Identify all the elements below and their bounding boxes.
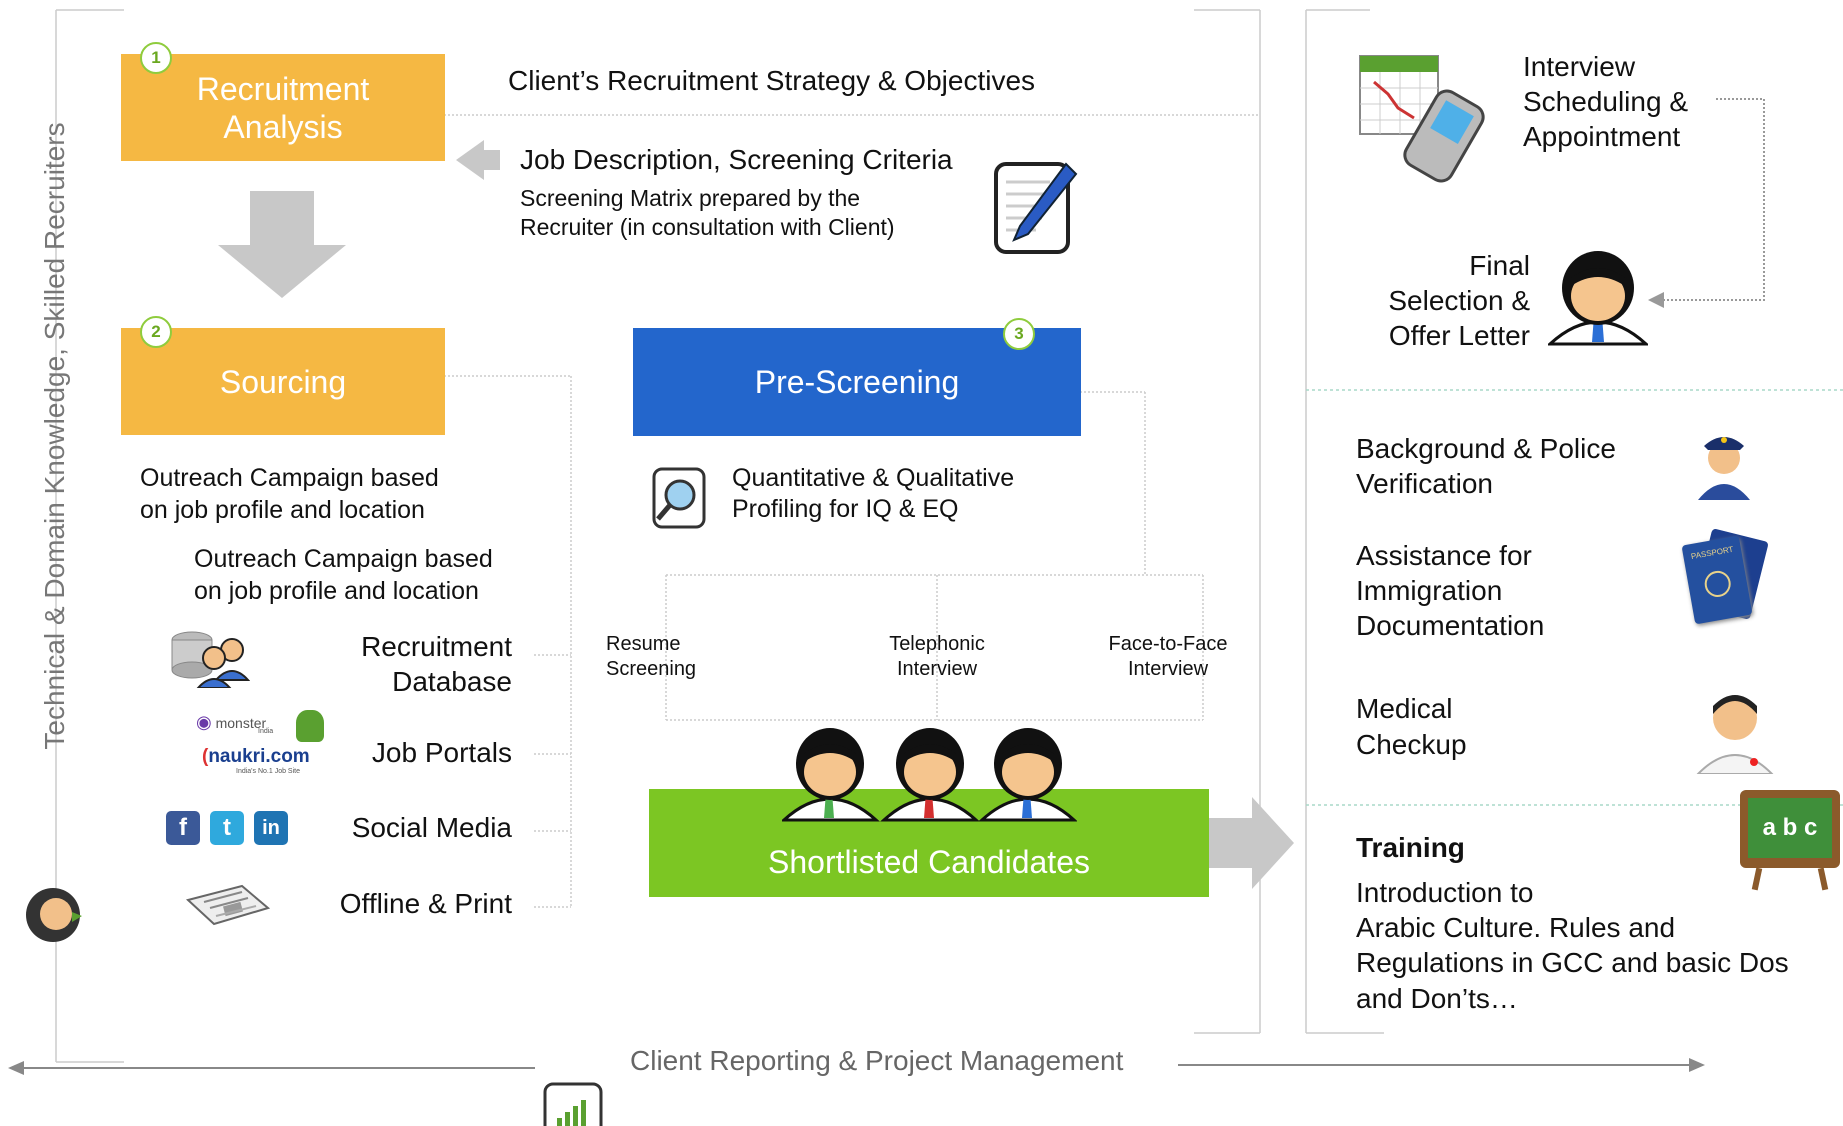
background-verification-line2: Verification bbox=[1356, 468, 1493, 499]
job-portal-logos-icon: ◉ monster India (naukri.com India's No.1… bbox=[196, 710, 331, 780]
profiling-line2: Profiling for IQ & EQ bbox=[732, 495, 959, 523]
background-verification-line1: Background & Police bbox=[1356, 433, 1616, 464]
offline-print-label: Offline & Print bbox=[339, 888, 512, 919]
linkedin-icon: in bbox=[254, 811, 288, 845]
monster-mascot bbox=[296, 710, 324, 742]
outreach-campaign-1-line2: on job profile and location bbox=[140, 496, 425, 524]
job-portals-label: Job Portals bbox=[371, 737, 512, 768]
selected-candidate-icon bbox=[1548, 250, 1648, 346]
medical-checkup-line2: Checkup bbox=[1356, 729, 1467, 760]
strategy-text: Client’s Recruitment Strategy & Objectiv… bbox=[508, 65, 1036, 96]
interview-scheduling-line3: Appointment bbox=[1523, 121, 1681, 152]
final-selection-line1: Final bbox=[1469, 250, 1530, 281]
resume-screening-label: Resume Screening bbox=[606, 633, 697, 680]
outreach-campaign-1-line1: Outreach Campaign based bbox=[140, 464, 439, 492]
passport-text: PASSPORT bbox=[1690, 544, 1735, 562]
training-line1: Introduction to bbox=[1356, 877, 1534, 908]
magnifier-document-icon bbox=[648, 465, 710, 531]
passport-icon: PASSPORT bbox=[1681, 528, 1778, 626]
document-pen-icon bbox=[992, 160, 1078, 256]
monster-logo: ◉ monster India bbox=[196, 712, 274, 735]
training-line2: Arabic Culture. Rules and bbox=[1356, 912, 1676, 943]
job-description-line1: Screening Matrix prepared by the bbox=[520, 185, 861, 211]
twitter-icon: t bbox=[210, 811, 244, 845]
training-title: Training bbox=[1356, 832, 1465, 863]
training-line4: and Don’ts… bbox=[1356, 983, 1518, 1014]
chalkboard-icon: a b c bbox=[1740, 790, 1843, 892]
job-description-line2: Recruiter (in consultation with Client) bbox=[520, 214, 895, 240]
immigration-line1: Assistance for bbox=[1356, 540, 1532, 571]
vertical-side-label: Technical & Domain Knowledge, Skilled Re… bbox=[39, 122, 70, 750]
footer-label: Client Reporting & Project Management bbox=[630, 1045, 1124, 1076]
final-selection-line3: Offer Letter bbox=[1388, 320, 1530, 351]
recruiter-avatar-icon bbox=[24, 886, 82, 944]
facebook-icon: f bbox=[166, 811, 200, 845]
profiling-line1: Quantitative & Qualitative bbox=[732, 464, 1015, 492]
interview-scheduling-line2: Scheduling & bbox=[1523, 86, 1689, 117]
immigration-line2: Immigration bbox=[1356, 575, 1503, 606]
telephonic-interview-label: Telephonic Interview bbox=[889, 633, 985, 680]
doctor-icon bbox=[1694, 684, 1776, 774]
recruitment-analysis-box: Recruitment Analysis bbox=[121, 54, 445, 161]
newspaper-icon bbox=[184, 882, 270, 928]
outreach-campaign-2-line1: Outreach Campaign based bbox=[194, 545, 493, 573]
sourcing-box: Sourcing bbox=[121, 328, 445, 435]
medical-checkup-line1: Medical bbox=[1356, 693, 1453, 724]
outreach-campaign-2-line2: on job profile and location bbox=[194, 577, 479, 605]
police-officer-icon bbox=[1694, 420, 1754, 500]
step-badge-1: 1 bbox=[140, 42, 172, 74]
candidates-group-icon bbox=[782, 726, 1077, 822]
step-badge-2: 2 bbox=[140, 316, 172, 348]
final-selection-line2: Selection & bbox=[1388, 285, 1530, 316]
social-media-icons: f t in bbox=[166, 811, 291, 845]
interview-scheduling-line1: Interview bbox=[1523, 51, 1636, 82]
report-chart-icon bbox=[543, 1082, 603, 1126]
calendar-phone-icon bbox=[1358, 54, 1504, 188]
recruitment-database-line1: Recruitment bbox=[361, 631, 512, 662]
training-line3: Regulations in GCC and basic Dos bbox=[1356, 947, 1789, 978]
job-description-heading: Job Description, Screening Criteria bbox=[520, 144, 953, 175]
recruitment-database-line2: Database bbox=[392, 666, 512, 697]
chalkboard-text: a b c bbox=[1748, 798, 1832, 858]
social-media-label: Social Media bbox=[351, 812, 512, 843]
naukri-logo: (naukri.com bbox=[202, 746, 310, 767]
face-to-face-interview-label: Face-to-Face Interview bbox=[1108, 633, 1228, 680]
step-badge-3: 3 bbox=[1003, 318, 1035, 350]
recruitment-analysis-title-line1: Recruitment bbox=[196, 70, 370, 107]
database-users-icon bbox=[170, 628, 250, 688]
immigration-line3: Documentation bbox=[1356, 610, 1545, 641]
pre-screening-box: Pre-Screening bbox=[633, 328, 1081, 436]
recruitment-analysis-title-line2: Analysis bbox=[223, 108, 343, 145]
